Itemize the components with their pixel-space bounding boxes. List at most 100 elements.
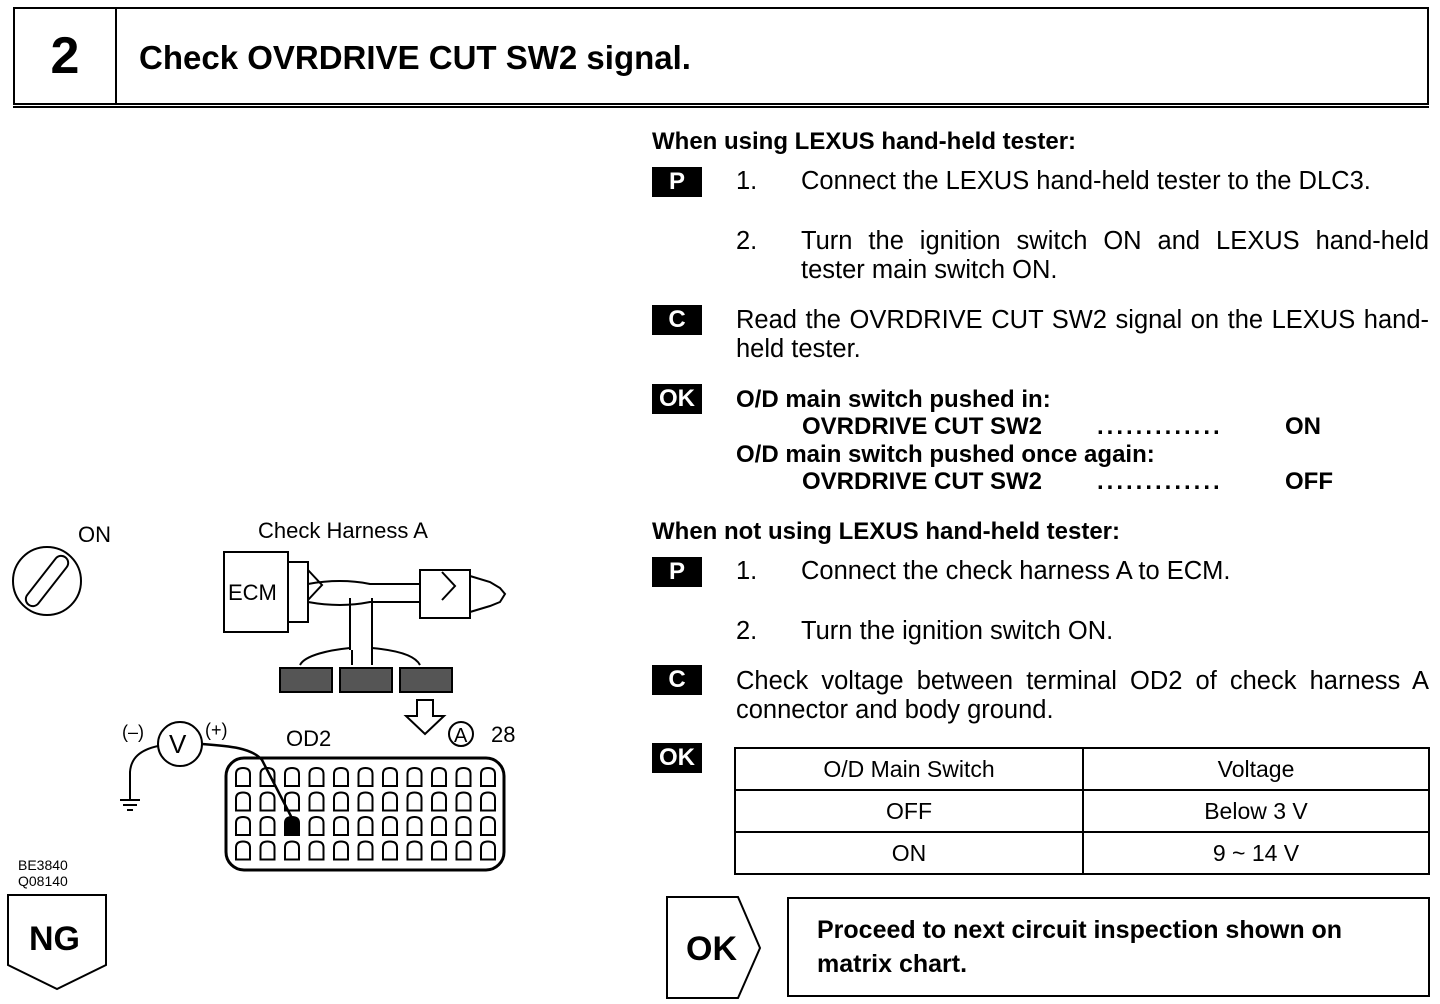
table-cell: Below 3 V: [1082, 789, 1430, 833]
ecm-box: [223, 551, 324, 633]
connector-pin: [357, 766, 374, 787]
connector-pin: [480, 791, 496, 812]
ok-badge: OK: [652, 384, 702, 414]
harness-cable: [307, 569, 507, 650]
step-number: 1.: [736, 167, 758, 195]
connector-a-marker: [448, 721, 474, 747]
ok-condition: O/D main switch pushed once again:: [736, 441, 1155, 468]
step-number: 2: [15, 9, 117, 103]
connector-pin: [357, 791, 374, 812]
connector-pin: [235, 840, 251, 861]
connector-pin: [235, 791, 251, 812]
connector-pin: [259, 791, 276, 812]
prepare-badge: P: [652, 557, 702, 587]
header-underline: [13, 106, 1429, 108]
connector-pin: [308, 815, 325, 836]
ok-value: ON: [1285, 413, 1321, 440]
od2-terminal-label: OD2: [286, 726, 331, 751]
voltmeter-plus-label: (+): [205, 720, 228, 740]
ng-arrow-icon: [7, 894, 107, 991]
tester-heading: When using LEXUS hand-held tester:: [652, 128, 1077, 155]
voltage-table: O/D Main Switch Voltage OFF Below 3 V ON…: [734, 747, 1430, 875]
ok-dots: .............: [1097, 468, 1223, 495]
check-badge: C: [652, 665, 702, 695]
ng-result-label: NG: [29, 920, 80, 958]
prepare-badge: P: [652, 167, 702, 197]
table-cell: 9 ~ 14 V: [1082, 831, 1430, 875]
connector-pin: [431, 791, 447, 812]
ok-value: OFF: [1285, 468, 1333, 495]
connector-pin: [406, 840, 423, 861]
check-text: Read the OVRDRIVE CUT SW2 signal on the …: [736, 306, 1429, 363]
connector-pin: [455, 815, 472, 836]
check-text: Check voltage between terminal OD2 of ch…: [736, 667, 1429, 724]
connector-pin: [235, 766, 251, 787]
connector-pins: [235, 766, 496, 861]
connector-pin: [308, 791, 325, 812]
connector-pin: [480, 815, 496, 836]
pin-count-label: 28: [491, 722, 515, 747]
connector-pin: [382, 766, 398, 787]
connector-pin: [357, 840, 374, 861]
connector-pin: [480, 766, 496, 787]
ok-condition: O/D main switch pushed in:: [736, 386, 1051, 413]
connector-pin: [431, 815, 447, 836]
ok-item: OVRDRIVE CUT SW2: [802, 468, 1043, 495]
connector-pin: [235, 815, 251, 836]
connector-pin: [333, 791, 349, 812]
ok-action-text: Proceed to next circuit inspection shown…: [817, 916, 1343, 978]
connector-pin: [333, 766, 349, 787]
ok-badge: OK: [652, 743, 702, 773]
connector-pin: [308, 766, 325, 787]
table-header: Voltage: [1082, 747, 1430, 791]
table-row: OFF Below 3 V: [734, 789, 1430, 833]
ok-item: OVRDRIVE CUT SW2: [802, 413, 1043, 440]
connector-pin: [284, 840, 300, 861]
connector-pin: [382, 791, 398, 812]
table-cell: ON: [734, 831, 1084, 875]
ground-icon: [120, 745, 159, 811]
connector-pin: [382, 840, 398, 861]
ignition-switch-icon: [12, 546, 82, 616]
no-tester-heading: When not using LEXUS hand-held tester:: [652, 518, 1120, 545]
ignition-on-label: ON: [78, 522, 111, 547]
connector-pin: [455, 766, 472, 787]
connector-pin: [406, 791, 423, 812]
connector-pin: [406, 766, 423, 787]
connector-pin: [284, 791, 300, 812]
connector-pin: [333, 840, 349, 861]
connector-pin: [284, 766, 300, 787]
voltmeter-minus-label: (–): [122, 722, 144, 742]
step-text: Turn the ignition switch ON.: [801, 617, 1114, 645]
voltmeter-label: V: [169, 729, 187, 759]
connector-a-label: A: [454, 725, 468, 747]
step-text: Connect the check harness A to ECM.: [801, 557, 1231, 585]
connector-pin: [333, 815, 349, 836]
figure-code: BE3840: [18, 857, 68, 873]
step-number: 1.: [736, 557, 758, 585]
connector-branches: [299, 647, 421, 666]
connector-pin: [406, 815, 423, 836]
figure-code: Q08140: [18, 873, 68, 889]
connector-pin: [431, 766, 447, 787]
step-number: 2.: [736, 617, 758, 645]
ok-result-label: OK: [686, 930, 737, 968]
probe-lead: [201, 742, 298, 827]
harness-label: Check Harness A: [258, 518, 428, 543]
step-text: Turn the ignition switch ON and LEXUS ha…: [801, 227, 1429, 284]
connector-blocks: [279, 667, 453, 693]
table-row: ON 9 ~ 14 V: [734, 831, 1430, 875]
connector-pin: [357, 815, 374, 836]
table-header: O/D Main Switch: [734, 747, 1084, 791]
ok-arrow-icon: [666, 896, 762, 999]
connector-pin: [382, 815, 398, 836]
connector-pin: [455, 791, 472, 812]
ecm-label: ECM: [228, 580, 277, 605]
connector-pin: [480, 840, 496, 861]
down-arrow-icon: [403, 699, 447, 736]
table-header-row: O/D Main Switch Voltage: [734, 747, 1430, 791]
step-title: Check OVRDRIVE CUT SW2 signal.: [139, 39, 691, 76]
connector-pin: [431, 840, 447, 861]
connector-pin: [259, 815, 276, 836]
connector-pin: [259, 840, 276, 861]
